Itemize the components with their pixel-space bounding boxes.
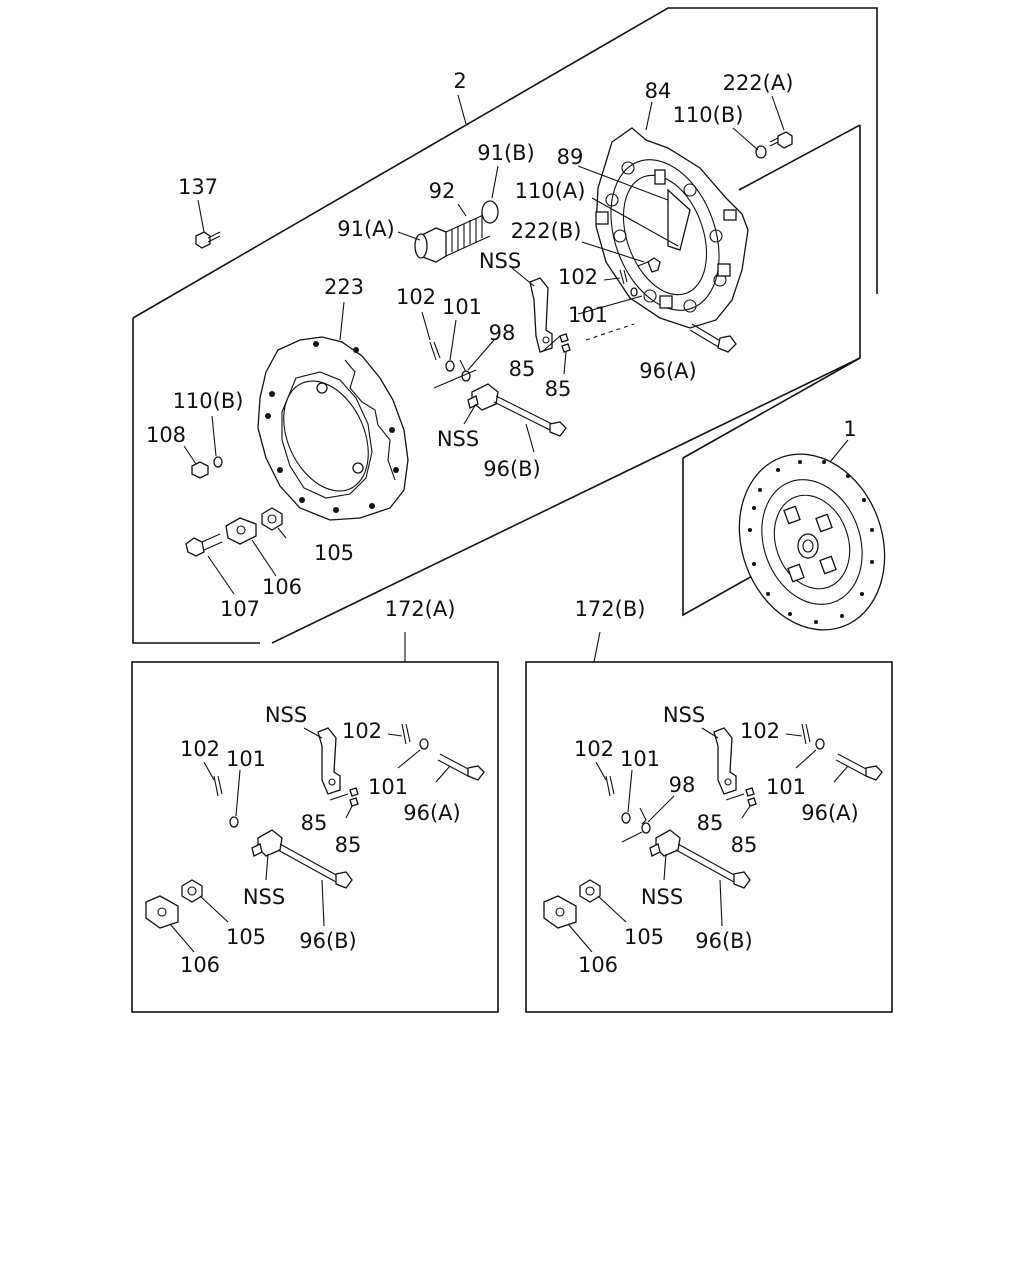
pressure-plate-84 [595,127,749,329]
panel-b-callout-105: 105 [624,925,664,949]
panel-a-callout-101-right: 101 [368,775,408,799]
panel-b-callout-101-left: 101 [620,747,660,771]
callout-223: 223 [324,275,364,299]
callout-102-left: 102 [396,285,436,309]
panel-a-callout-101-left: 101 [226,747,266,771]
callout-107: 107 [220,597,260,621]
panel-b-callout-96b: 96(B) [695,929,753,953]
callout-137: 137 [178,175,218,199]
callout-222b: 222(B) [511,219,582,243]
clutch-disc-1 [738,453,886,631]
callout-110b-top: 110(B) [673,103,744,127]
callout-85a: 85 [509,357,536,381]
panel-b-nss-bottom: NSS [641,885,683,909]
callout-172b: 172(B) [575,597,646,621]
callout-91a: 91(A) [337,217,394,241]
callout-2: 2 [453,69,466,93]
callout-110a: 110(A) [515,179,586,203]
panel-b-callout-102-left: 102 [574,737,614,761]
panel-a-callout-96a: 96(A) [403,801,460,825]
callout-1: 1 [843,417,856,441]
callout-106: 106 [262,575,302,599]
callout-102-mid: 102 [558,265,598,289]
callout-101-left: 101 [442,295,482,319]
callout-91b: 91(B) [477,141,535,165]
callout-98: 98 [489,321,516,345]
callout-96a: 96(A) [639,359,696,383]
main-assembly-frame [132,7,878,644]
callout-nss-top: NSS [479,249,521,273]
callout-85b: 85 [545,377,572,401]
panel-a-nss-top: NSS [265,703,307,727]
panel-b-callout-102-right: 102 [740,719,780,743]
callout-110b-left: 110(B) [173,389,244,413]
panel-b-callout-98: 98 [669,773,696,797]
clutch-cover-223 [257,336,409,521]
callout-84: 84 [645,79,672,103]
callout-92: 92 [429,179,456,203]
panel-172b: NSS 102 102 101 98 101 96(A) 85 85 NSS 1… [525,661,893,1013]
panel-a-callout-105: 105 [226,925,266,949]
panel-a-callout-96b: 96(B) [299,929,357,953]
panel-b-callout-96a: 96(A) [801,801,858,825]
panel-b-callout-85b: 85 [731,833,758,857]
panel-b-callout-106: 106 [578,953,618,977]
callout-nss-mid: NSS [437,427,479,451]
panel-a-callout-85a: 85 [301,811,328,835]
callout-89: 89 [557,145,584,169]
panel-a-callout-106: 106 [180,953,220,977]
callout-105: 105 [314,541,354,565]
small-hardware-main [185,131,793,557]
callout-101-mid: 101 [568,303,608,327]
callout-labels-main: 2 84 222(A) 110(B) 91(B) 89 137 92 110(A… [146,69,857,621]
panel-172a: NSS 102 102 101 101 96(A) 85 85 NSS 105 … [131,661,499,1013]
release-bearing-assembly [414,200,499,263]
callout-222a: 222(A) [723,71,794,95]
callout-108: 108 [146,423,186,447]
panel-b-nss-top: NSS [663,703,705,727]
callout-172a: 172(A) [385,597,456,621]
leader-lines-main [183,94,849,663]
panel-a-callout-85b: 85 [335,833,362,857]
panel-a-callout-102-left: 102 [180,737,220,761]
panel-b-callout-101-right: 101 [766,775,806,799]
panel-a-nss-bottom: NSS [243,885,285,909]
panel-a-callout-102-right: 102 [342,719,382,743]
callout-96b: 96(B) [483,457,541,481]
panel-b-callout-85a: 85 [697,811,724,835]
